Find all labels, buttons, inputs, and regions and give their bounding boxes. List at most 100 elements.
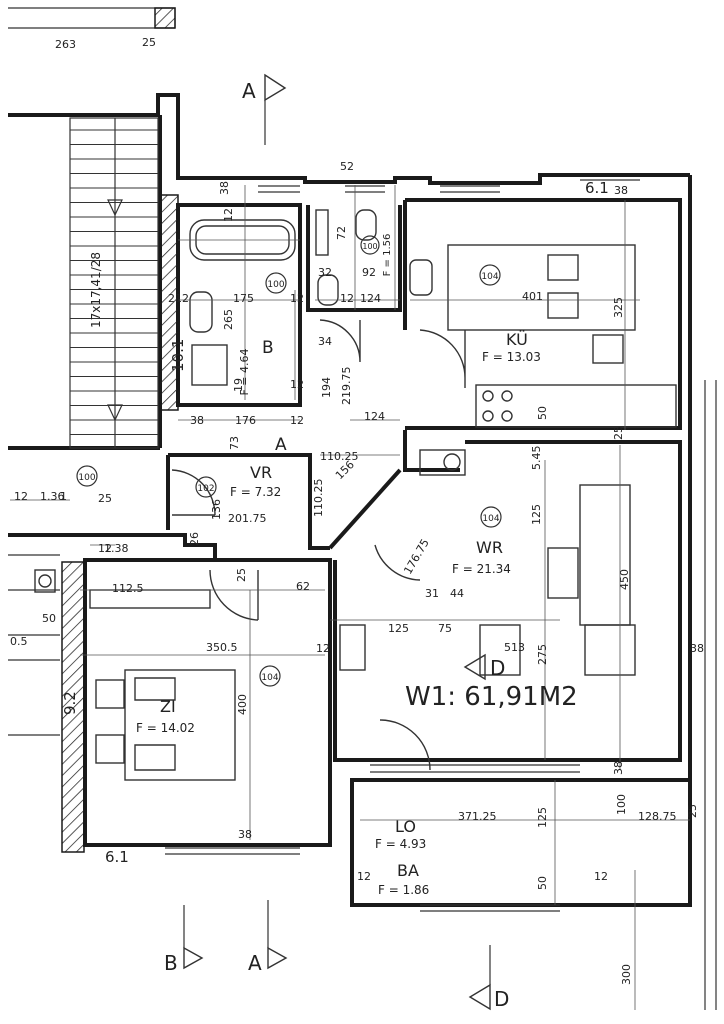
dimension-label: 100: [615, 794, 628, 815]
room-area: F = 1.86: [378, 883, 429, 897]
room-name: LO: [395, 817, 416, 836]
svg-text:D: D: [494, 987, 509, 1011]
dimension-label: 175: [233, 292, 254, 305]
dimension-label: 26: [188, 532, 201, 546]
dimension-label: 125: [388, 622, 409, 635]
dimension-label: 263: [55, 38, 76, 51]
dimension-label: 25: [686, 804, 699, 818]
section-marker-a-bottom: A: [248, 900, 288, 975]
dimension-label: 1.36: [40, 490, 65, 503]
dimension-label: 212: [168, 292, 189, 305]
svg-text:B: B: [164, 951, 178, 975]
walls: [8, 7, 717, 1010]
dimension-label: 50: [42, 612, 56, 625]
dimension-label: 12: [98, 542, 112, 555]
room-name: KÜ: [506, 330, 528, 349]
room-name: ZI: [160, 697, 176, 716]
svg-text:A: A: [242, 79, 256, 103]
dimension-label: 25: [98, 492, 112, 505]
dimension-label: 0.5: [10, 635, 28, 648]
wall-label-left-mid: 9.2: [61, 691, 79, 715]
dimension-label: 31: [425, 587, 439, 600]
dimension-label: 125: [530, 504, 543, 525]
dimension-label: 25: [235, 568, 248, 582]
dimension-label: 176: [235, 414, 256, 427]
room-area: F = 13.03: [482, 350, 541, 364]
room-area: F = 14.02: [136, 721, 195, 735]
dimension-label: 401: [522, 290, 543, 303]
dimension-label: 62: [296, 580, 310, 593]
dimension-label: 12: [316, 642, 330, 655]
room-name: VR: [250, 463, 272, 482]
dimension-label: 513: [504, 641, 525, 654]
room-height: 102: [197, 484, 214, 494]
room-height: 100: [78, 473, 95, 483]
doors: [171, 319, 466, 771]
dimension-label: 38: [238, 828, 252, 841]
dimension-label: 73: [228, 436, 241, 450]
section-marker-b-bottom: B: [164, 905, 204, 975]
dimension-label: 75: [438, 622, 452, 635]
dimension-label: 38: [612, 761, 625, 775]
dimension-label: 265: [222, 309, 235, 330]
svg-text:A: A: [248, 951, 262, 975]
dimension-label: 110.25: [320, 450, 359, 463]
dimension-label: 12: [290, 378, 304, 391]
dimension-label: 371.25: [458, 810, 497, 823]
apartment-total-area: W1: 61,91M2: [405, 682, 578, 712]
dimension-label: 34: [318, 335, 332, 348]
room-area: F = 7.32: [230, 485, 281, 499]
room-name: WR: [476, 538, 503, 557]
room-labels: 100 B F = 4.64 100 F = 1.56 104 KÜ F = 1…: [76, 234, 541, 897]
dimension-label: 125: [536, 807, 549, 828]
wall-label-top-right: 6.1: [585, 179, 609, 197]
room-name: A: [275, 435, 287, 455]
dimension-label: 1: [60, 490, 67, 503]
dimension-label: 300: [620, 964, 633, 985]
room-name: B: [262, 338, 274, 358]
dimension-label: 44: [450, 587, 464, 600]
dimension-label: 136: [210, 499, 223, 520]
dimension-label: 12: [290, 414, 304, 427]
staircase: 17x17,41/28: [69, 117, 159, 449]
dimension-label: 176.75: [401, 537, 432, 577]
dimension-label: 201.75: [228, 512, 267, 525]
dimension-label: 124: [364, 410, 385, 423]
dimension-label: 32: [318, 266, 332, 279]
dimension-lines: [10, 185, 690, 1010]
dimension-label: 50: [536, 406, 549, 420]
room-height: 100: [267, 280, 284, 290]
dimension-label: 12: [14, 490, 28, 503]
svg-text:D: D: [490, 656, 505, 680]
wall-label-left: 10.1: [169, 339, 187, 372]
section-marker-a-top: A: [242, 73, 287, 145]
dimension-label: 400: [236, 694, 249, 715]
room-height: 100: [362, 242, 377, 251]
dimension-label: 25: [142, 36, 156, 49]
room-area: F = 1.56: [382, 234, 393, 277]
dimension-label: 38: [218, 181, 231, 195]
wall-label-bottom-left: 6.1: [105, 848, 129, 866]
dimension-label: 194: [320, 377, 333, 398]
room-area: F = 21.34: [452, 562, 511, 576]
dimension-label: 25: [612, 426, 625, 440]
dimension-label: 325: [612, 297, 625, 318]
dimension-label: 12: [222, 208, 235, 222]
dimension-label: 219.75: [340, 367, 353, 406]
section-marker-d-middle: D: [463, 653, 505, 681]
dimension-label: 38: [190, 414, 204, 427]
dimension-label: 52: [340, 160, 354, 173]
section-markers: A B A D D: [164, 73, 509, 1011]
room-area: F = 4.64: [238, 348, 251, 395]
dimension-label: 128.75: [638, 810, 677, 823]
wall-labels: 6.1 6.1 10.1 9.2: [61, 179, 609, 866]
dimension-label: 5.45: [530, 446, 543, 471]
dimension-label: 38: [690, 642, 704, 655]
dimension-label: 350.5: [206, 641, 238, 654]
dimension-label: 72: [335, 226, 348, 240]
room-height: 104: [261, 673, 278, 683]
room-area: F = 4.93: [375, 837, 426, 851]
dimension-label: 38: [614, 184, 628, 197]
